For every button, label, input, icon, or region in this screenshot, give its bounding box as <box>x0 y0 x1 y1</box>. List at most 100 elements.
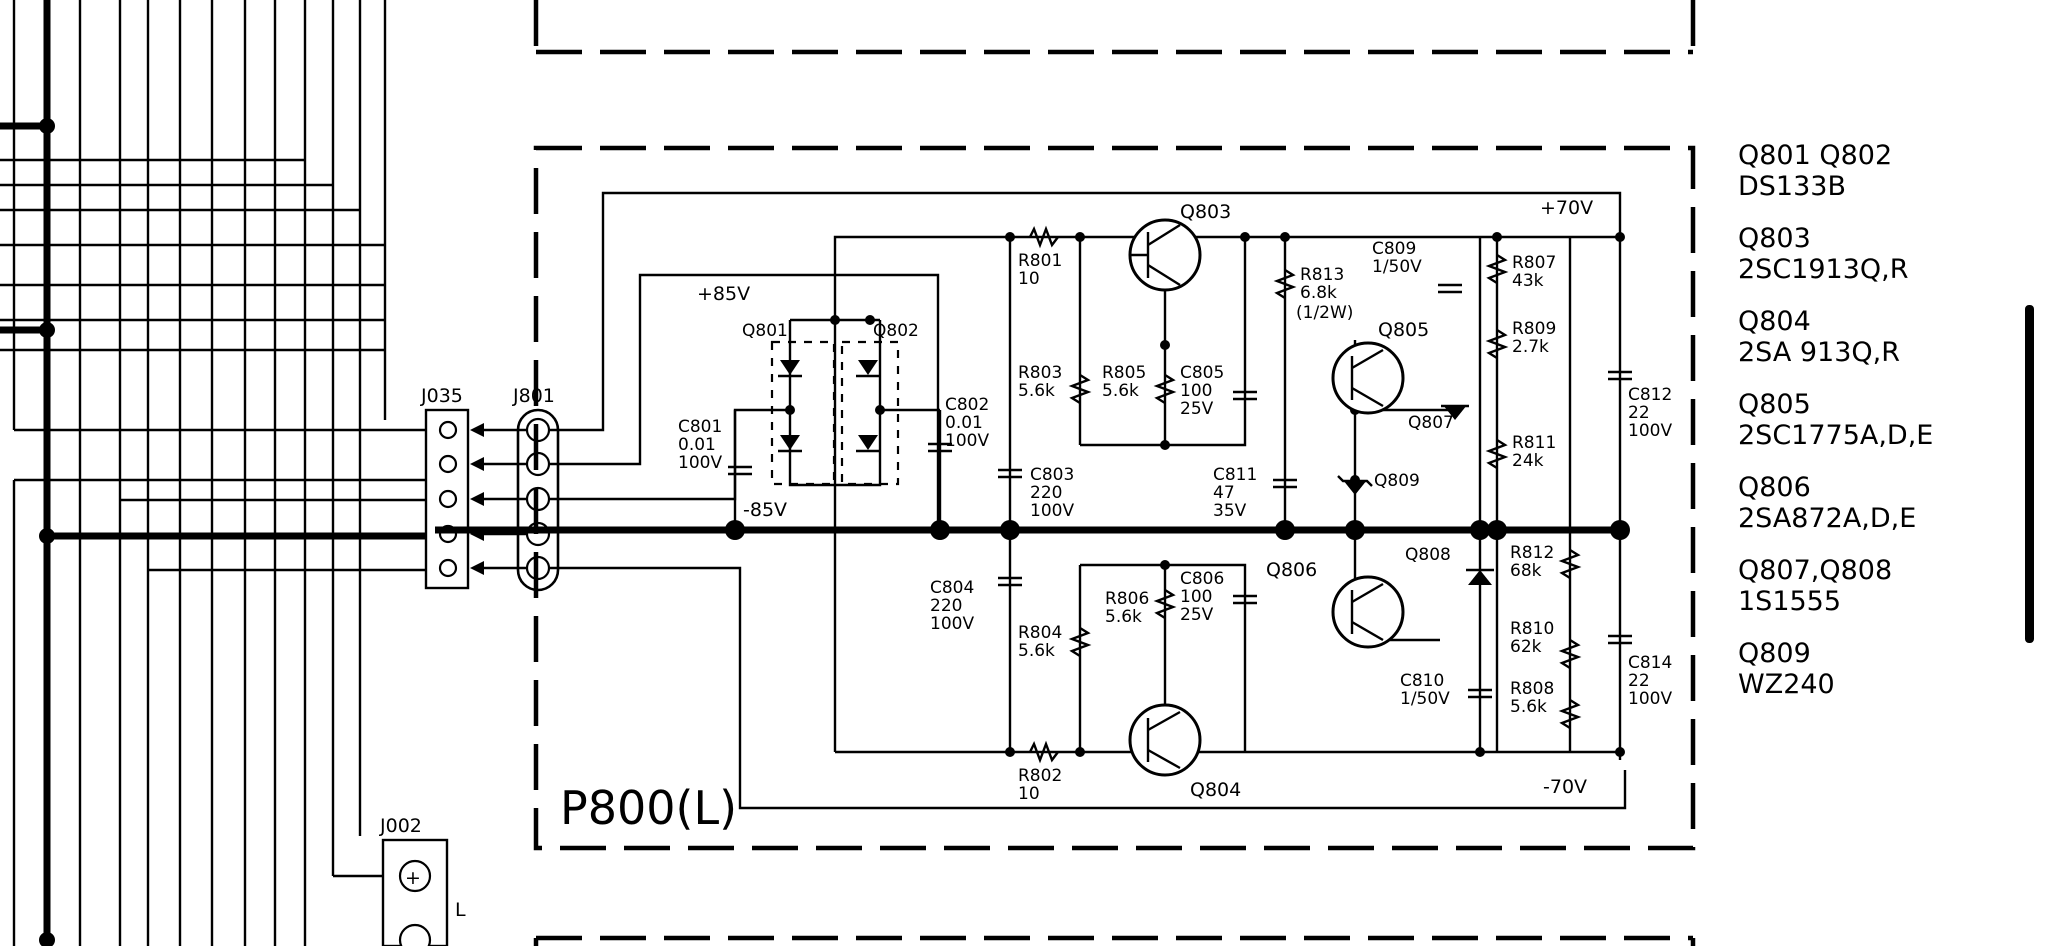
r809-ref: R809 <box>1512 319 1556 339</box>
wire-harness <box>0 0 435 946</box>
diode-icon <box>778 360 880 453</box>
r803-value: 5.6k <box>1018 381 1055 401</box>
terminal-icon: + <box>405 867 421 889</box>
c803-ref: C803 <box>1030 465 1074 485</box>
rail-neg70: -70V <box>1543 776 1587 798</box>
j002-side-label: L <box>455 899 466 921</box>
resistor-icon <box>1028 225 1582 764</box>
r804-value: 5.6k <box>1018 641 1055 661</box>
r812-value: 68k <box>1510 561 1542 581</box>
r812-ref: R812 <box>1510 543 1554 563</box>
r803-ref: R803 <box>1018 363 1062 383</box>
q804-label: Q804 <box>1190 779 1241 801</box>
c814-ref: C814 <box>1628 653 1672 673</box>
legend-ref: Q807,Q808 <box>1738 555 1893 586</box>
c806-ref: C806 <box>1180 569 1224 589</box>
q805-label: Q805 <box>1378 319 1429 341</box>
connector-j035: J035 <box>420 385 484 590</box>
j801-label: J801 <box>512 385 555 407</box>
c811-ref: C811 <box>1213 465 1257 485</box>
legend-ref: Q805 <box>1738 389 1811 420</box>
r805-ref: R805 <box>1102 363 1146 383</box>
legend-entry: Q805 2SC1775A,D,E <box>1738 389 2018 451</box>
q802-label: Q802 <box>873 321 919 341</box>
legend-part: 2SC1775A,D,E <box>1738 420 1934 451</box>
c805-voltage: 25V <box>1180 399 1214 419</box>
c811-voltage: 35V <box>1213 501 1247 521</box>
c801-ref: C801 <box>678 417 722 437</box>
r811-ref: R811 <box>1512 433 1556 453</box>
j035-label: J035 <box>420 385 463 407</box>
q806-label: Q806 <box>1266 559 1317 581</box>
c803-value: 220 <box>1030 483 1062 503</box>
board-outlines: P800(L) <box>533 0 1696 946</box>
pnp-transistor-icon <box>1128 703 1202 777</box>
q807-label: Q807 <box>1408 413 1454 433</box>
legend-ref: Q803 <box>1738 223 1811 254</box>
c812-ref: C812 <box>1628 385 1672 405</box>
legend-ref: Q806 <box>1738 472 1811 503</box>
c812-voltage: 100V <box>1628 421 1672 441</box>
r813-power: (1/2W) <box>1296 303 1353 323</box>
rail-pos70: +70V <box>1540 197 1593 219</box>
q803-label: Q803 <box>1180 201 1231 223</box>
c812-value: 22 <box>1628 403 1650 423</box>
margin-bar <box>2025 305 2034 643</box>
legend-ref: Q809 <box>1738 638 1811 669</box>
c805-value: 100 <box>1180 381 1212 401</box>
r807-value: 43k <box>1512 271 1544 291</box>
c801-voltage: 100V <box>678 453 722 473</box>
c805-ref: C805 <box>1180 363 1224 383</box>
connector-j002: + J002 L <box>379 815 466 946</box>
r804-ref: R804 <box>1018 623 1062 643</box>
q809-label: Q809 <box>1374 471 1420 491</box>
j002-label: J002 <box>379 815 422 837</box>
r805-value: 5.6k <box>1102 381 1139 401</box>
legend-part: 2SA872A,D,E <box>1738 503 1917 534</box>
r813-value: 6.8k <box>1300 283 1337 303</box>
c810-value: 1/50V <box>1400 689 1450 709</box>
c803-voltage: 100V <box>1030 501 1074 521</box>
c804-value: 220 <box>930 596 962 616</box>
r808-value: 5.6k <box>1510 697 1547 717</box>
r808-ref: R808 <box>1510 679 1554 699</box>
c806-voltage: 25V <box>1180 605 1214 625</box>
c811-value: 47 <box>1213 483 1235 503</box>
c802-voltage: 100V <box>945 431 989 451</box>
c814-voltage: 100V <box>1628 689 1672 709</box>
legend-entry: Q801 Q802 DS133B <box>1738 140 2018 202</box>
legend-entry: Q803 2SC1913Q,R <box>1738 223 2018 285</box>
legend-entry: Q807,Q808 1S1555 <box>1738 555 2018 617</box>
r810-ref: R810 <box>1510 619 1554 639</box>
legend-part: 2SA 913Q,R <box>1738 337 1900 368</box>
c804-ref: C804 <box>930 578 974 598</box>
r813-ref: R813 <box>1300 265 1344 285</box>
legend-entry: Q806 2SA872A,D,E <box>1738 472 2018 534</box>
c814-value: 22 <box>1628 671 1650 691</box>
c802-value: 0.01 <box>945 413 983 433</box>
connector-j801: J801 <box>484 385 560 592</box>
r806-ref: R806 <box>1105 589 1149 609</box>
zener-diode-icon <box>1337 475 1373 495</box>
capacitor-icon <box>728 442 1022 587</box>
legend-ref: Q801 Q802 <box>1738 140 1893 171</box>
c802-ref: C802 <box>945 395 989 415</box>
c801-value: 0.01 <box>678 435 716 455</box>
legend-entry: Q809 WZ240 <box>1738 638 2018 700</box>
r801-value: 10 <box>1018 269 1040 289</box>
npn-transistor-icon <box>1331 341 1405 415</box>
r802-value: 10 <box>1018 784 1040 804</box>
diode-bridge: Q801 Q802 <box>742 321 919 486</box>
r807-ref: R807 <box>1512 253 1556 273</box>
c806-value: 100 <box>1180 587 1212 607</box>
rail-pos85: +85V <box>697 283 750 305</box>
r802-ref: R802 <box>1018 766 1062 786</box>
legend-part: 1S1555 <box>1738 586 1842 617</box>
board-name: P800(L) <box>560 781 737 835</box>
r801-ref: R801 <box>1018 251 1062 271</box>
legend-entry: Q804 2SA 913Q,R <box>1738 306 2018 368</box>
capacitor-icon <box>1233 283 1632 699</box>
legend-ref: Q804 <box>1738 306 1811 337</box>
rail-neg85: -85V <box>743 499 787 521</box>
legend-part: DS133B <box>1738 171 1846 202</box>
